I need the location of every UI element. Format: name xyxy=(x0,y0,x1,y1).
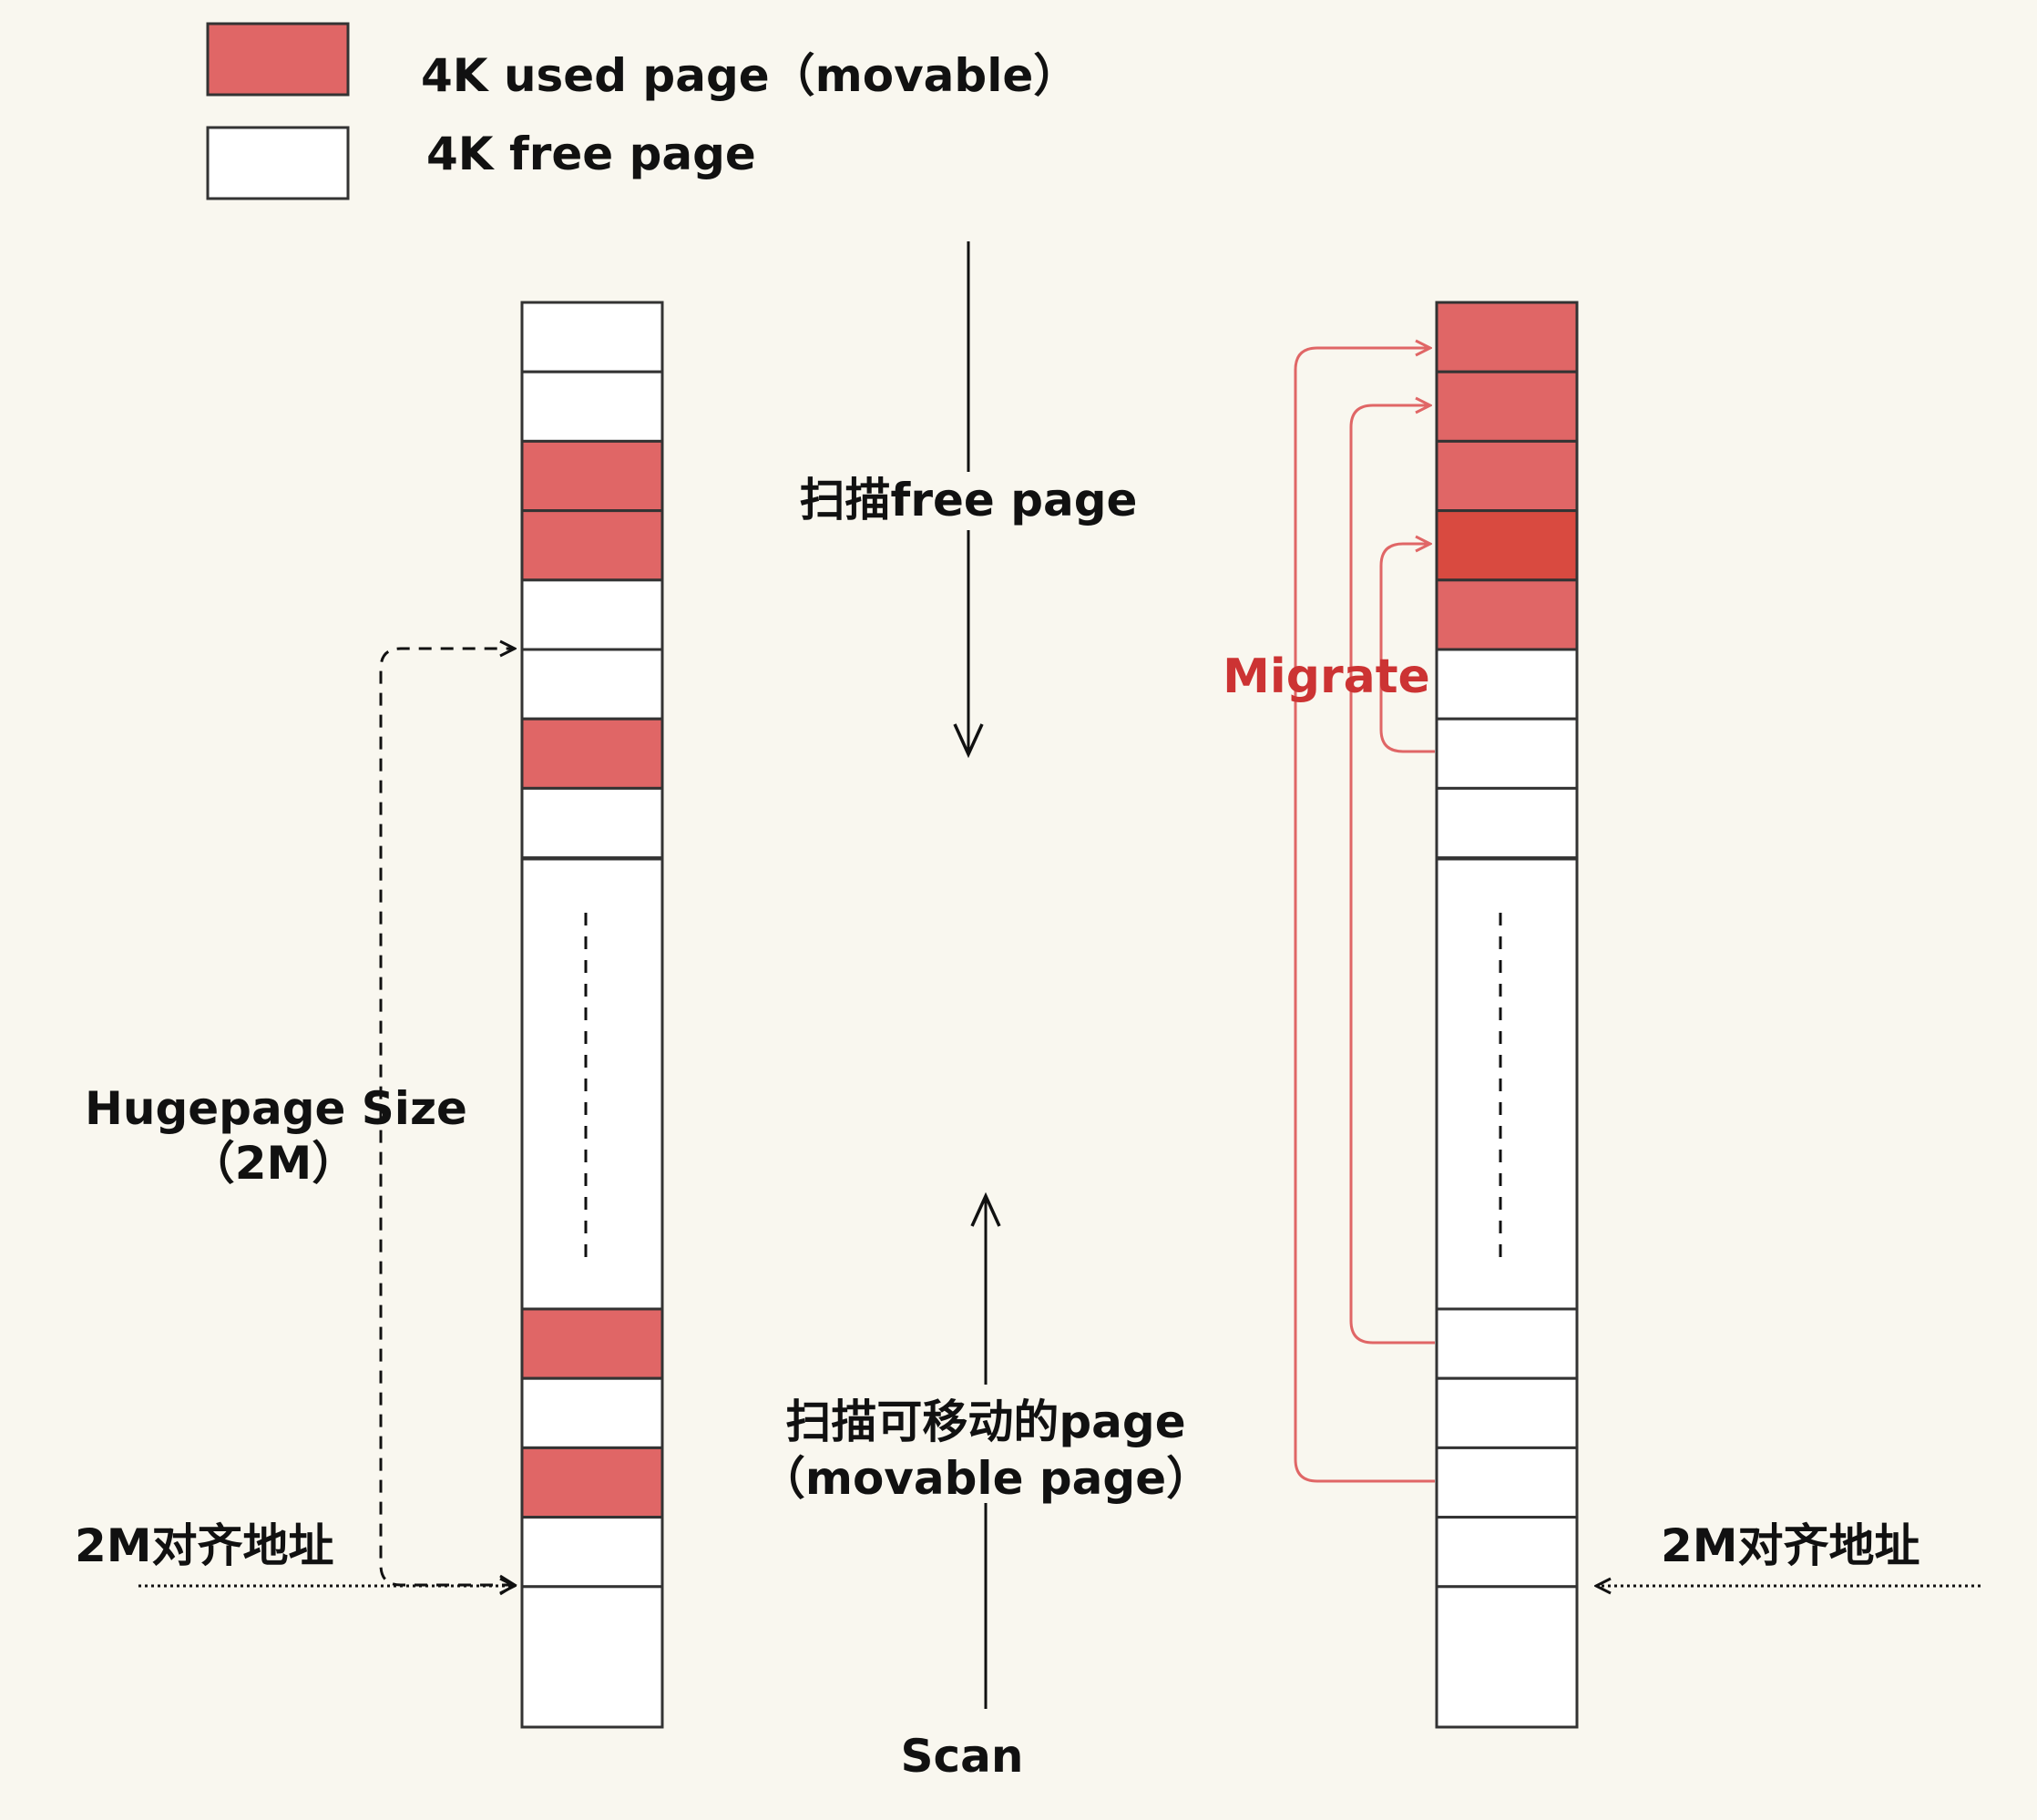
left-top-page-6-used xyxy=(520,717,664,790)
scan-free-page-label: 扫描free page xyxy=(800,474,1138,527)
right-bottom-page-3-free xyxy=(1435,1516,1579,1589)
right-top-page-4-used xyxy=(1435,578,1579,651)
migrate-arrow-3 xyxy=(1379,544,1435,753)
left-top-page-4-free xyxy=(520,578,664,651)
right-top-page-5-free xyxy=(1435,648,1579,721)
right-bottom-page-2-free xyxy=(1435,1446,1579,1519)
hugepage-bracket xyxy=(379,649,515,1587)
left-bottom-page-1-free xyxy=(520,1376,664,1449)
scan-movable-arrowhead-icon xyxy=(970,1191,1001,1227)
right-bottom-page-1-free xyxy=(1435,1376,1579,1449)
legend-free-label: 4K free page xyxy=(426,128,756,180)
left-elided-pages xyxy=(520,857,664,1311)
left-bottom-page-3-free xyxy=(520,1516,664,1589)
left-bottom-page-0-used xyxy=(520,1307,664,1380)
left-top-page-7-free xyxy=(520,786,664,860)
left-top-page-2-used xyxy=(520,439,664,513)
right-top-page-6-free xyxy=(1435,717,1579,790)
right-top-page-3-highlight xyxy=(1435,509,1579,582)
left-next-region xyxy=(520,1585,664,1729)
right-top-page-7-free xyxy=(1435,786,1579,860)
left-aligned-address-label: 2M对齐地址 xyxy=(75,1519,334,1572)
legend-used-label: 4K used page（movable） xyxy=(421,49,1079,102)
right-top-page-0-used xyxy=(1435,301,1579,373)
migrate-label: Migrate xyxy=(1223,649,1430,704)
left-memory-column xyxy=(520,301,664,1729)
scan-label: Scan xyxy=(901,1730,1024,1783)
migrate-arrow-1 xyxy=(1294,348,1435,1483)
migrate-arrow-2 xyxy=(1349,405,1435,1345)
right-aligned-address-label: 2M对齐地址 xyxy=(1661,1519,1920,1572)
left-top-page-1-free xyxy=(520,370,664,443)
migrate-arrows xyxy=(1294,348,1435,1483)
right-elided-pages xyxy=(1435,857,1579,1311)
right-top-page-1-used xyxy=(1435,370,1579,443)
legend: 4K used page（movable） 4K free page xyxy=(206,22,1079,200)
right-memory-column xyxy=(1435,301,1579,1729)
right-next-region xyxy=(1435,1585,1579,1729)
scan-movable-sublabel: （movable page） xyxy=(760,1452,1212,1505)
hugepage-size-value: （2M） xyxy=(189,1137,358,1190)
right-bottom-page-0-free xyxy=(1435,1307,1579,1380)
scan-movable-label: 扫描可移动的page xyxy=(785,1396,1185,1448)
left-top-page-3-used xyxy=(520,509,664,582)
left-top-page-0-free xyxy=(520,301,664,373)
left-top-page-5-free xyxy=(520,648,664,721)
right-top-page-2-used xyxy=(1435,439,1579,513)
left-bottom-page-2-used xyxy=(520,1446,664,1519)
hugepage-size-label: Hugepage Size xyxy=(85,1082,467,1135)
scan-free-arrowhead-icon xyxy=(953,723,984,759)
legend-free-swatch xyxy=(206,126,350,200)
legend-used-swatch xyxy=(206,22,350,97)
